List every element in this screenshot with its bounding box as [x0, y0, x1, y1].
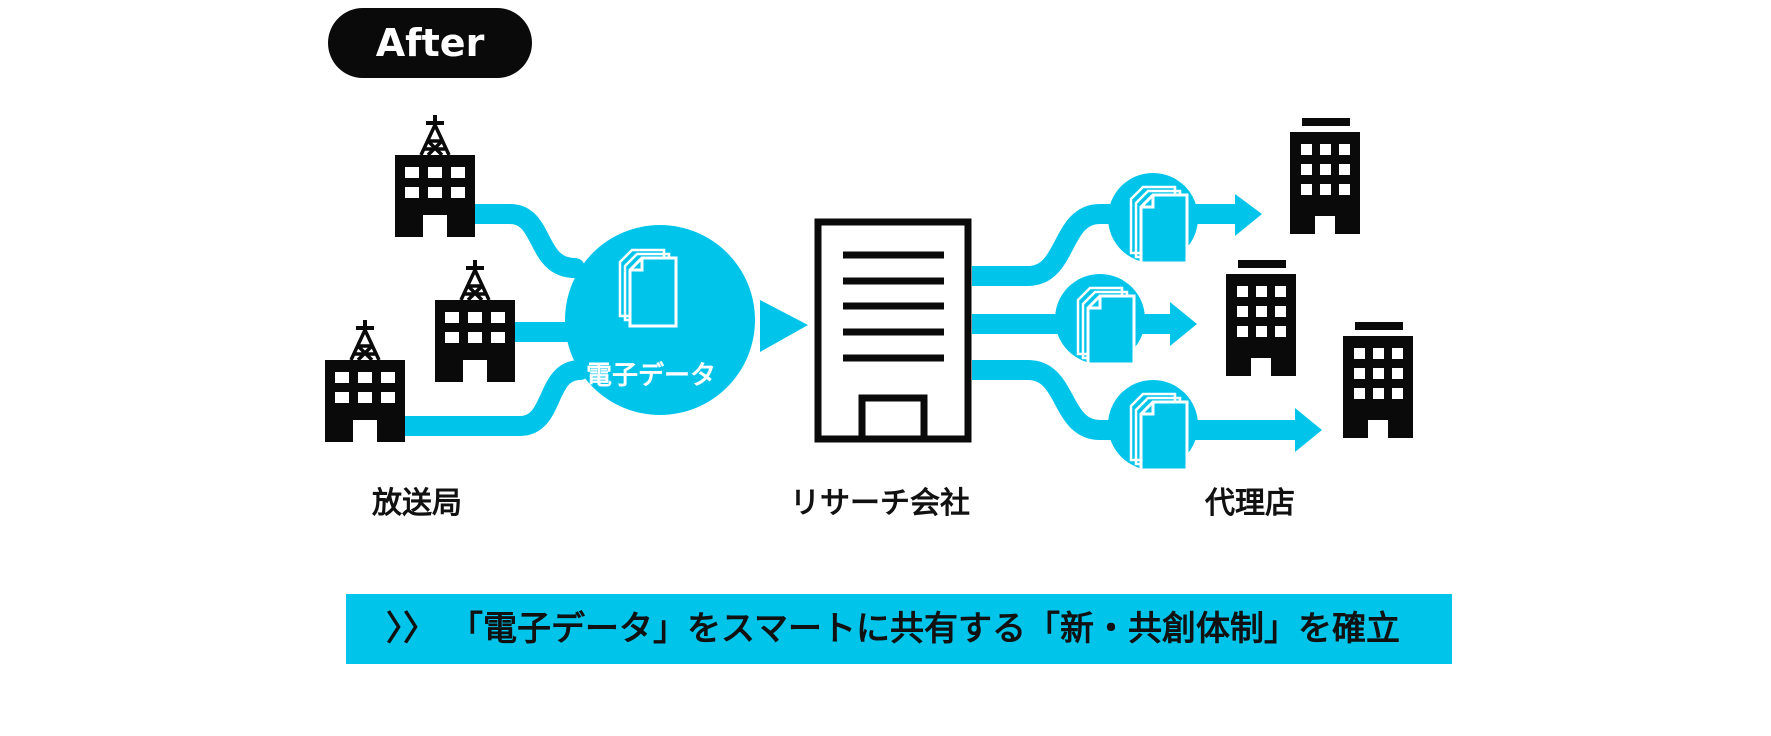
hub-arrow-right-icon [760, 300, 808, 352]
research-company-label: リサーチ会社 [790, 486, 970, 521]
after-badge: After [328, 8, 532, 78]
building-icon [1343, 322, 1413, 438]
summary-banner: 〉〉「電子データ」をスマートに共有する「新・共創体制」を確立 [346, 594, 1452, 664]
arrow-right-icon [1295, 408, 1322, 452]
broadcast-building-icon [433, 258, 517, 384]
building-icon [1226, 260, 1296, 376]
broadcast-building-icon [393, 113, 477, 239]
office-building-icon [814, 218, 972, 443]
hub-label: 電子データ [586, 361, 717, 391]
document-circles [1055, 173, 1198, 472]
arrow-right-icon [1235, 194, 1262, 236]
summary-text: 「電子データ」をスマートに共有する「新・共創体制」を確立 [449, 609, 1400, 649]
agencies-label: 代理店 [1205, 486, 1295, 521]
arrow-right-icon [1170, 302, 1197, 346]
outbound-arrow-heads [1170, 194, 1322, 452]
building-icon [1290, 118, 1360, 234]
broadcast-building-icon [323, 318, 407, 444]
broadcasters-label: 放送局 [372, 486, 462, 521]
double-chevron-icon: 〉〉 [386, 609, 437, 649]
